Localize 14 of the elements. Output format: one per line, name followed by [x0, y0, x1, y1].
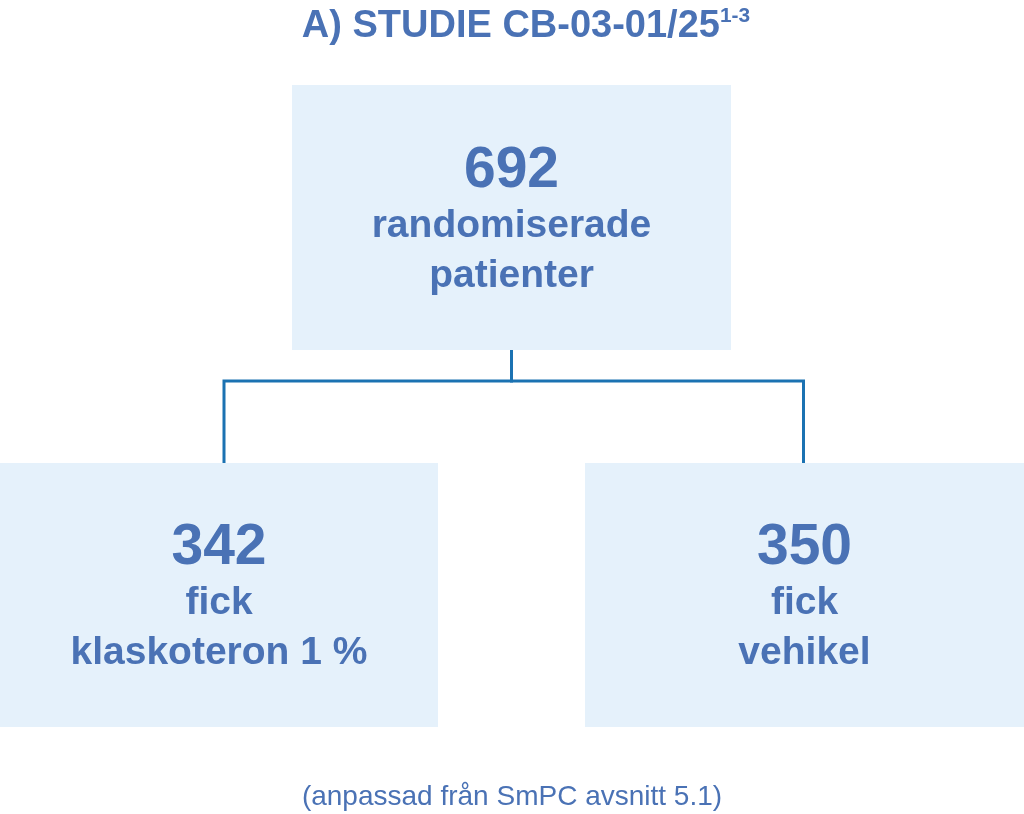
flow-box: [585, 463, 1024, 727]
connector-line: [510, 350, 805, 463]
diagram-title: A) STUDIE CB-03-01/25$^{1-3}$: [301, 2, 751, 47]
patient-count: 350: [756, 514, 853, 574]
caption: (anpassad från SmPC avsnitt 5.1): [301, 779, 723, 813]
box-label: vehikel: [738, 628, 871, 674]
flow-box: [292, 85, 731, 350]
patient-count: 692: [463, 136, 560, 197]
box-label: fick: [770, 578, 839, 624]
box-label: klaskoteron 1 %: [70, 628, 368, 674]
flow-box: [0, 463, 438, 727]
patient-count: 342: [171, 514, 267, 574]
box-label: randomiserade patienter: [370, 200, 653, 297]
box-label: fick: [185, 578, 253, 624]
